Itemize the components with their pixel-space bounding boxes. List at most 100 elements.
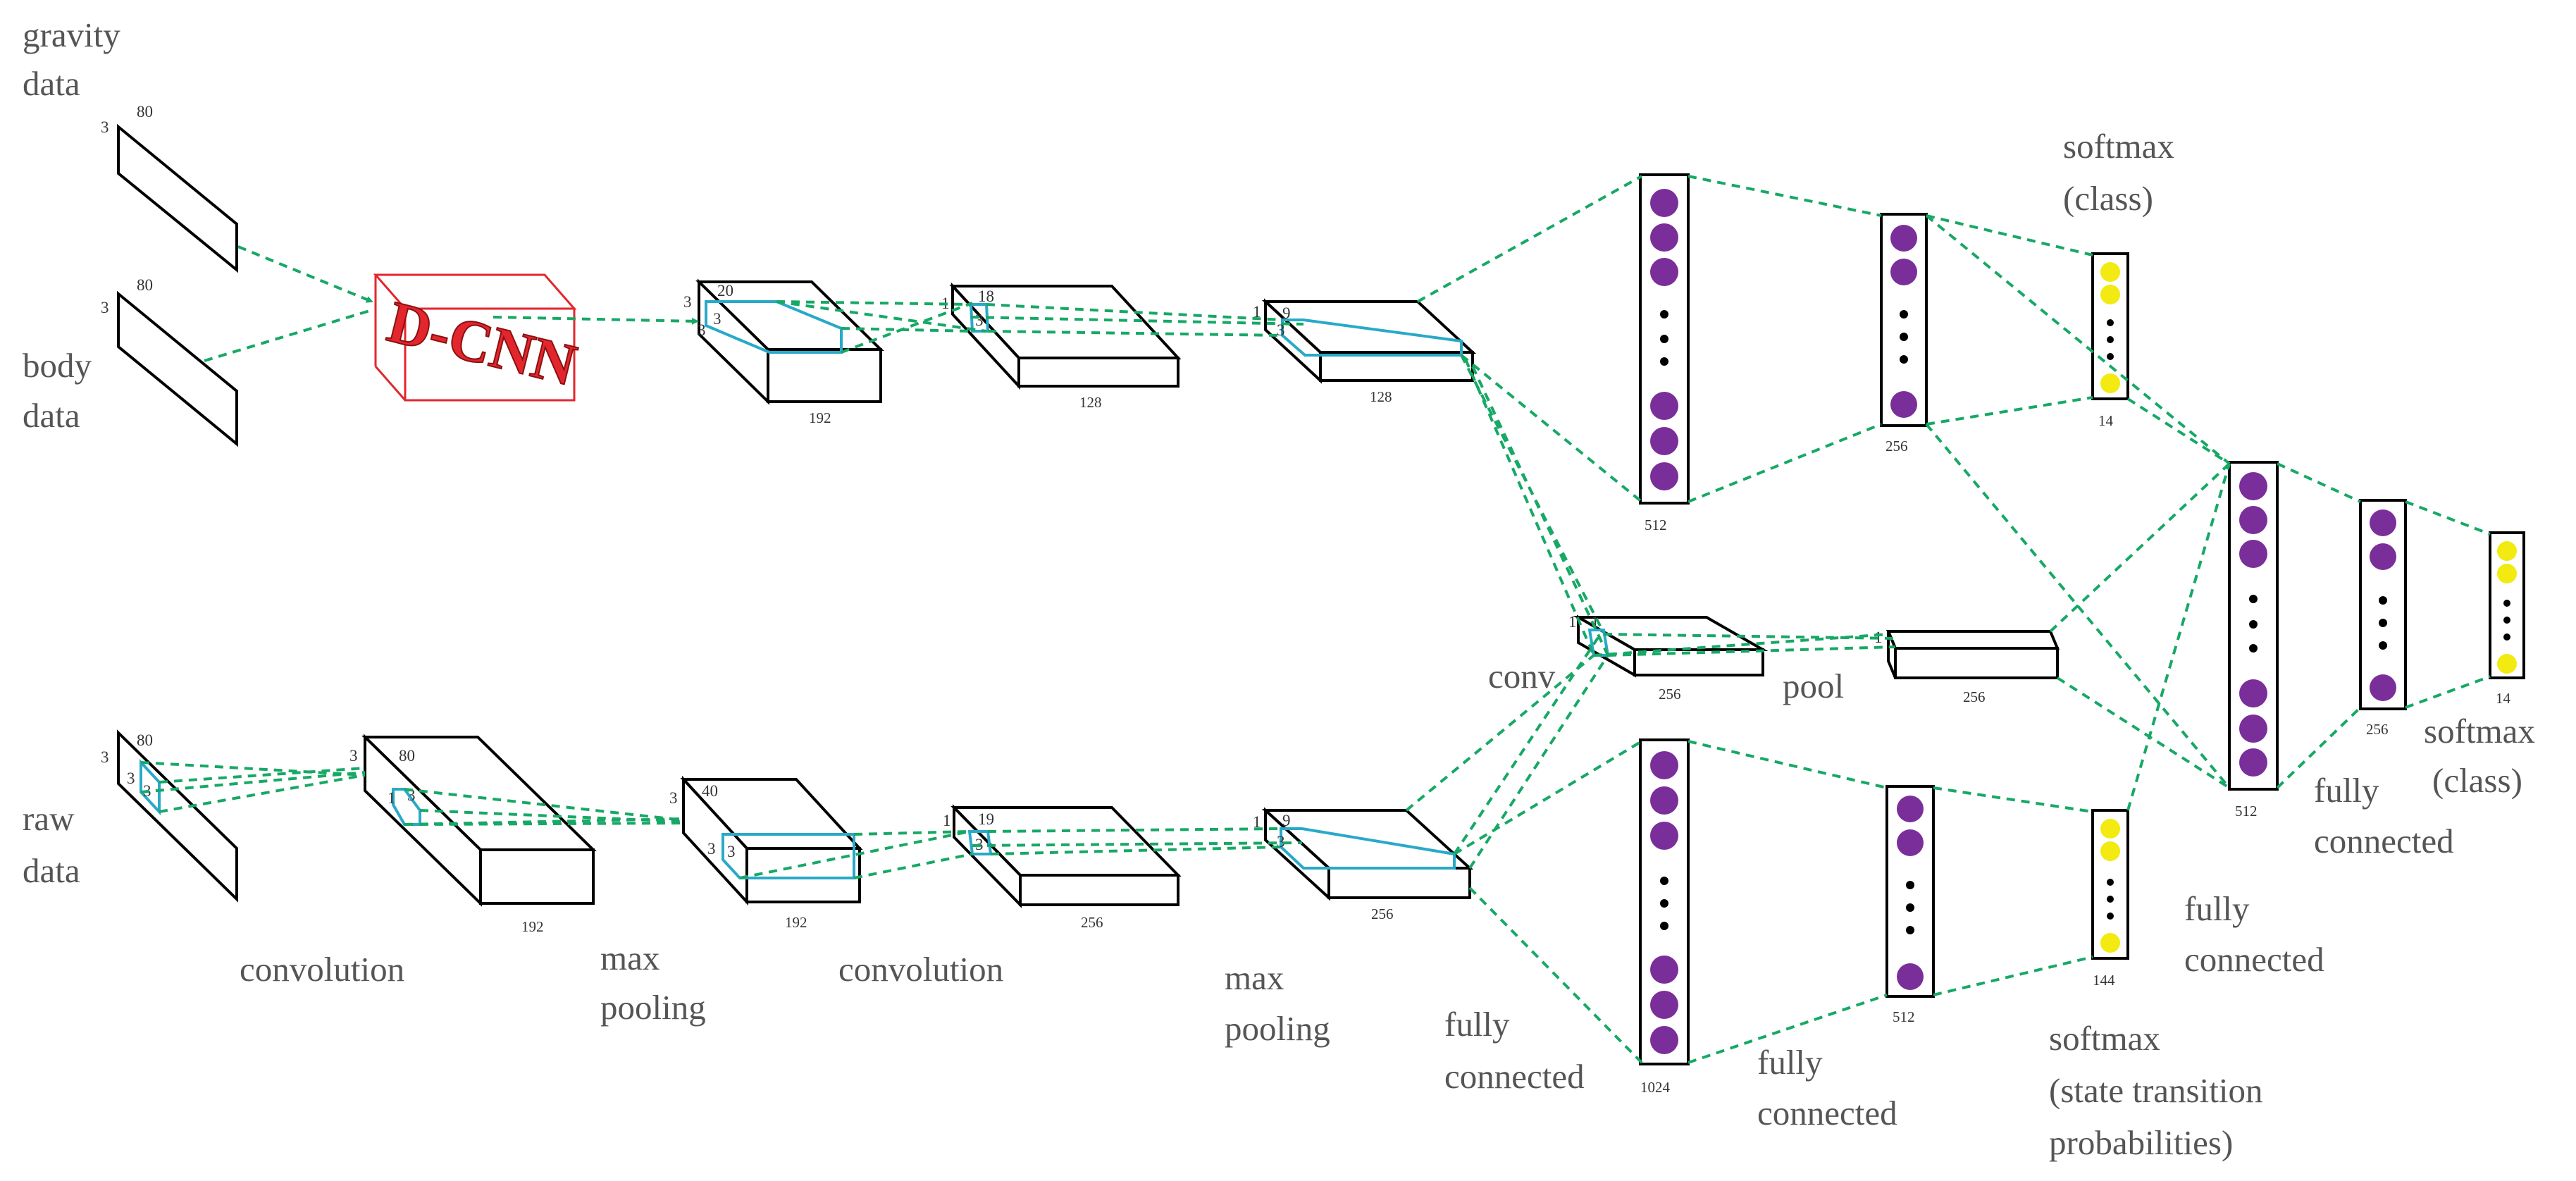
bottom-fc1-node bbox=[1650, 991, 1678, 1019]
top-fc1-ellipsis-dot bbox=[1660, 335, 1668, 343]
top-block1-inner2-label: 3 bbox=[698, 321, 706, 339]
final-fc1-ellipsis-dot bbox=[2249, 595, 2258, 603]
bottom-block2-top-label: 40 bbox=[702, 782, 718, 800]
bottom-block2-side-label: 3 bbox=[669, 789, 678, 807]
final-softmax-node bbox=[2497, 541, 2517, 561]
caption-convolution-1: convolution bbox=[240, 950, 404, 989]
connector-tfc1-tfc2 bbox=[1688, 175, 1882, 217]
connector-tb3-tfc1 bbox=[1417, 175, 1642, 303]
raw-input-slab bbox=[117, 729, 238, 903]
bottom-block1-k1-label: 1 bbox=[388, 789, 396, 807]
bottom-fc1-node bbox=[1650, 1026, 1678, 1054]
top-softmax-node bbox=[2100, 373, 2120, 393]
top-softmax-ellipsis-dot bbox=[2107, 319, 2114, 326]
gravity-label-line2: data bbox=[23, 64, 80, 103]
bottom-fc1-node bbox=[1650, 751, 1678, 779]
bottom-block4-inner-label: 3 bbox=[1277, 833, 1285, 851]
connector-raw-bb1 bbox=[159, 767, 366, 784]
top-fc2-node bbox=[1890, 391, 1917, 418]
bottom-block4-side-label: 1 bbox=[1253, 813, 1261, 831]
connector-bb4-conv bbox=[1468, 654, 1609, 870]
bottom-block3: 19 1 3 256 bbox=[943, 804, 1182, 931]
connector-bb2-bb3 bbox=[739, 830, 970, 879]
bottom-fc2-ellipsis-dot bbox=[1906, 881, 1914, 889]
bottom-block3-top-label: 19 bbox=[978, 810, 994, 828]
connector-bb1-bb2 bbox=[404, 817, 684, 826]
connector-ffc2-fsm bbox=[2405, 500, 2491, 536]
top-block3-inner-label: 3 bbox=[1277, 321, 1285, 339]
top-block1-side-label: 3 bbox=[683, 293, 692, 311]
top-block1-bottom-label: 192 bbox=[809, 409, 831, 426]
final-softmax-node bbox=[2497, 564, 2517, 583]
bottom-softmax-size-label: 144 bbox=[2093, 972, 2115, 989]
middle-conv-side-label: 1 bbox=[1568, 613, 1577, 631]
raw-label-line2: data bbox=[23, 851, 80, 890]
top-block1-inner-label: 3 bbox=[713, 310, 722, 328]
connector-raw-bb1 bbox=[159, 774, 366, 813]
middle-pool-front bbox=[1894, 647, 2059, 679]
bottom-block2-inner2-label: 3 bbox=[727, 843, 736, 860]
top-softmax-node bbox=[2100, 285, 2120, 304]
final-fc2-node bbox=[2370, 674, 2396, 701]
raw-label-line1: raw bbox=[23, 799, 75, 838]
top-softmax-ellipsis-dot bbox=[2107, 353, 2114, 360]
bottom-fc2-node bbox=[1897, 829, 1924, 856]
connector-conv-pool bbox=[1593, 633, 1889, 657]
connector-tb3-tfc1 bbox=[1460, 354, 1643, 503]
bottom-fc2-node bbox=[1897, 796, 1924, 822]
bottom-block2: 40 3 3 3 192 bbox=[669, 775, 863, 931]
bottom-fc2: 512 bbox=[1885, 785, 1935, 1025]
dcnn-bottom-edge bbox=[374, 366, 407, 401]
bottom-fc1-ellipsis-dot bbox=[1660, 922, 1668, 930]
connector-ffc2-fsm bbox=[2405, 675, 2491, 709]
top-block2: 18 1 3 128 bbox=[941, 282, 1182, 411]
top-fc1-node bbox=[1650, 462, 1678, 490]
caption-convolution-2: convolution bbox=[838, 950, 1003, 989]
body-width-label: 80 bbox=[137, 276, 153, 294]
caption-max-pooling-2-line2: pooling bbox=[1225, 1009, 1330, 1048]
top-fc2-ellipsis-dot bbox=[1900, 310, 1908, 319]
final-fc1-size-label: 512 bbox=[2235, 803, 2258, 820]
bottom-fc2-ellipsis-dot bbox=[1906, 926, 1914, 934]
top-block1-top-label: 20 bbox=[717, 282, 733, 299]
bottom-fc1-node bbox=[1650, 786, 1678, 815]
bottom-softmax-ellipsis-dot bbox=[2107, 879, 2114, 886]
bottom-fc1-node bbox=[1650, 956, 1678, 984]
top-block3: 9 1 3 128 bbox=[1253, 298, 1477, 405]
top-fc1-size-label: 512 bbox=[1645, 517, 1667, 533]
final-softmax: 14 softmax (class) bbox=[2424, 531, 2535, 800]
bottom-fc1-ellipsis-dot bbox=[1660, 899, 1668, 908]
top-fc1-node bbox=[1650, 392, 1678, 420]
connector-raw-bb1 bbox=[140, 761, 366, 777]
bottom-block2-front bbox=[745, 847, 861, 903]
connector-gravity-dcnn bbox=[237, 245, 373, 303]
caption-fully-connected-1-line1: fully bbox=[1444, 1005, 1510, 1044]
body-label-line2: data bbox=[23, 396, 80, 435]
bottom-softmax-label-line2: (state transition bbox=[2049, 1071, 2262, 1110]
final-fc1-node bbox=[2239, 506, 2267, 534]
connector-bfc1-bfc2 bbox=[1688, 994, 1888, 1064]
raw-width-label: 80 bbox=[137, 731, 153, 749]
bottom-block4-top-label: 9 bbox=[1282, 812, 1291, 829]
bottom-block4-kernel bbox=[1280, 827, 1456, 870]
final-fc2-node bbox=[2370, 509, 2396, 536]
bottom-block2-inner-label: 3 bbox=[707, 840, 716, 858]
middle-pool-top bbox=[1886, 630, 2060, 650]
connector-bb2-bb3 bbox=[853, 853, 973, 879]
top-fc1-node bbox=[1650, 223, 1678, 252]
caption-fully-connected-4-line1: fully bbox=[2314, 771, 2379, 810]
final-fc2-ellipsis-dot bbox=[2379, 619, 2387, 627]
middle-pool-side bbox=[1887, 631, 1897, 679]
connector-bb3-bb4 bbox=[987, 827, 1282, 833]
top-block1: 20 3 3 3 192 bbox=[683, 278, 884, 426]
raw-height-label: 3 bbox=[101, 748, 109, 766]
connector-tb1-tb2 bbox=[776, 300, 987, 333]
connector-body-dcnn bbox=[204, 309, 373, 362]
bottom-softmax-label-line3: probabilities) bbox=[2049, 1123, 2233, 1162]
final-softmax-ellipsis-dot bbox=[2503, 600, 2510, 607]
final-fc1-node bbox=[2239, 748, 2267, 777]
bottom-fc1-node bbox=[1650, 822, 1678, 850]
bottom-block1-side-label: 3 bbox=[349, 747, 358, 765]
middle-pool-block: 1 256 pool bbox=[1783, 629, 2060, 705]
